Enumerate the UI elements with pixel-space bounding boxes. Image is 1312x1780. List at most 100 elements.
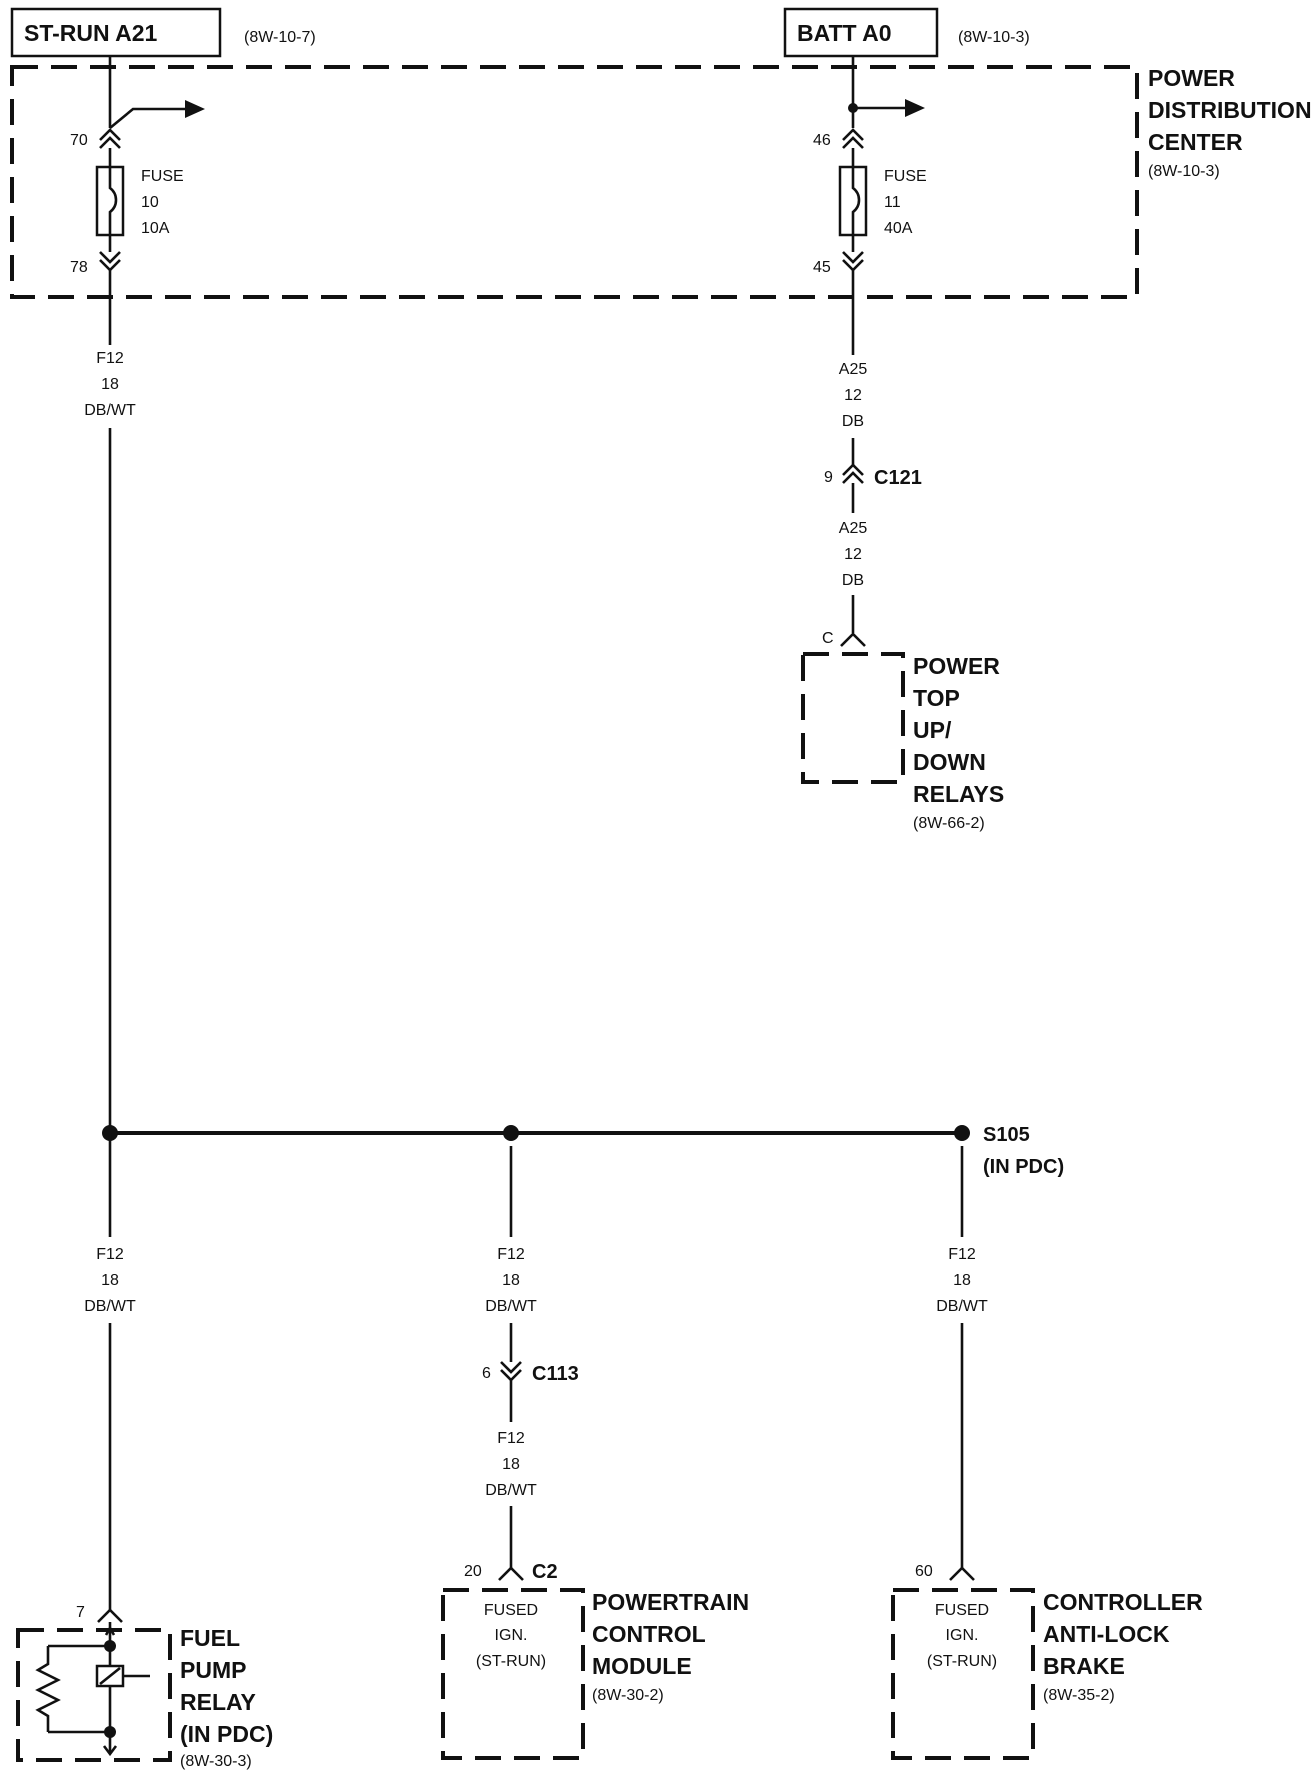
splice-name: S105: [983, 1124, 1030, 1146]
fuel-pump-label-1: FUEL: [180, 1625, 240, 1651]
fuel-pump-pin: 7: [76, 1604, 85, 1621]
f12-branch3-color: DB/WT: [936, 1298, 988, 1315]
power-top-label-4: DOWN: [913, 749, 986, 775]
power-top-label-3: UP/: [913, 717, 952, 743]
f12-branch2-lower-gauge: 18: [502, 1456, 520, 1473]
f12-branch2-lower-circuit: F12: [497, 1430, 525, 1447]
batt-source-label: BATT A0: [797, 20, 892, 46]
pdc-label-2: DISTRIBUTION: [1148, 97, 1312, 123]
fuse11-element: [851, 167, 861, 235]
f12-branch1-color: DB/WT: [84, 1298, 136, 1315]
batt-source-box: [783, 7, 939, 58]
fuse11-label-3: 40A: [884, 220, 913, 237]
strun-source-box: [10, 7, 222, 58]
f12-branch2-lower-color: DB/WT: [485, 1482, 537, 1499]
fuse10-out-pin: 78: [70, 259, 88, 276]
splice-note: (IN PDC): [983, 1156, 1064, 1178]
fuse11-label-2: 11: [884, 194, 901, 211]
pdc-label-1: POWER: [1148, 65, 1235, 91]
cab-box: [891, 1588, 1035, 1760]
fuse10-label-1: FUSE: [141, 168, 184, 185]
power-top-label-1: POWER: [913, 653, 1000, 679]
fuel-pump-relay-box: [16, 1628, 172, 1762]
f12-upper-circuit: F12: [96, 350, 124, 367]
fuel-pump-relay-symbol: [35, 1622, 150, 1757]
pdc-label-3: CENTER: [1148, 129, 1243, 155]
fuse11-label-1: FUSE: [884, 168, 927, 185]
fuse11-out-connector: [842, 251, 864, 272]
power-top-connector: [840, 632, 866, 647]
f12-branch2-circuit: F12: [497, 1246, 525, 1263]
pcm-pin: 20: [464, 1563, 482, 1580]
f12-branch1-circuit: F12: [96, 1246, 124, 1263]
cab-label-3: BRAKE: [1043, 1653, 1125, 1679]
pcm-ref: (8W-30-2): [592, 1687, 664, 1704]
c113-pin: 6: [482, 1365, 491, 1382]
fuse10-in-pin: 70: [70, 132, 88, 149]
splice-node-middle: [503, 1125, 519, 1141]
f12-upper-gauge: 18: [101, 376, 119, 393]
power-top-relays-box: [801, 652, 905, 784]
pcm-box: [441, 1588, 585, 1760]
c113-name: C113: [532, 1363, 579, 1385]
cab-inner-1: FUSED: [935, 1602, 989, 1619]
power-top-label-2: TOP: [913, 685, 960, 711]
fuse10-label-3: 10A: [141, 220, 170, 237]
strun-source-label: ST-RUN A21: [24, 20, 158, 46]
fuse11-in-connector: [842, 128, 864, 149]
a25-lower-circuit: A25: [839, 520, 868, 537]
cab-label-1: CONTROLLER: [1043, 1589, 1203, 1615]
fuse11-in-pin: 46: [813, 132, 831, 149]
power-top-ref: (8W-66-2): [913, 815, 985, 832]
fuse10-in-connector: [99, 128, 121, 149]
pcm-inner-2: IGN.: [495, 1627, 528, 1644]
power-top-label-5: RELAYS: [913, 781, 1004, 807]
fuel-pump-connector: [97, 1608, 123, 1623]
pcm-connector: [498, 1566, 524, 1581]
f12-branch2-color: DB/WT: [485, 1298, 537, 1315]
cab-connector: [949, 1566, 975, 1581]
fuse11-out-pin: 45: [813, 259, 831, 276]
cab-pin: 60: [915, 1563, 933, 1580]
batt-source-ref: (8W-10-3): [958, 29, 1030, 46]
f12-branch1-gauge: 18: [101, 1272, 119, 1289]
strun-branch-arrow-line: [109, 107, 185, 130]
power-top-pin: C: [822, 630, 834, 647]
f12-branch2-gauge: 18: [502, 1272, 520, 1289]
f12-branch3-gauge: 18: [953, 1272, 971, 1289]
a25-upper-circuit: A25: [839, 361, 868, 378]
fuse10-out-connector: [99, 251, 121, 272]
pdc-dashed-outline: [10, 65, 1139, 299]
fuse10-element: [108, 167, 118, 235]
fuel-pump-label-4: (IN PDC): [180, 1721, 273, 1747]
a25-lower-color: DB: [842, 572, 864, 589]
a25-lower-gauge: 12: [844, 546, 862, 563]
strun-source-ref: (8W-10-7): [244, 29, 316, 46]
cab-label-2: ANTI-LOCK: [1043, 1621, 1170, 1647]
splice-node-right: [954, 1125, 970, 1141]
fuse10-label-2: 10: [141, 194, 159, 211]
pcm-inner-1: FUSED: [484, 1602, 538, 1619]
a25-upper-gauge: 12: [844, 387, 862, 404]
fuel-pump-label-2: PUMP: [180, 1657, 246, 1683]
c121-connector: [842, 463, 864, 484]
pcm-inner-3: (ST-RUN): [476, 1653, 546, 1670]
pcm-label-1: POWERTRAIN: [592, 1589, 749, 1615]
pcm-conn-name: C2: [532, 1561, 558, 1583]
cab-inner-2: IGN.: [946, 1627, 979, 1644]
pcm-label-3: MODULE: [592, 1653, 692, 1679]
f12-branch3-circuit: F12: [948, 1246, 976, 1263]
pcm-label-2: CONTROL: [592, 1621, 706, 1647]
cab-inner-3: (ST-RUN): [927, 1653, 997, 1670]
fuel-pump-label-3: RELAY: [180, 1689, 256, 1715]
f12-upper-color: DB/WT: [84, 402, 136, 419]
cab-ref: (8W-35-2): [1043, 1687, 1115, 1704]
c121-pin: 9: [824, 469, 833, 486]
c113-connector: [500, 1361, 522, 1382]
batt-branch-arrowhead: [905, 99, 925, 117]
fuel-pump-ref: (8W-30-3): [180, 1753, 252, 1770]
c121-name: C121: [874, 467, 922, 489]
pdc-ref: (8W-10-3): [1148, 163, 1220, 180]
strun-branch-arrowhead: [185, 100, 205, 118]
